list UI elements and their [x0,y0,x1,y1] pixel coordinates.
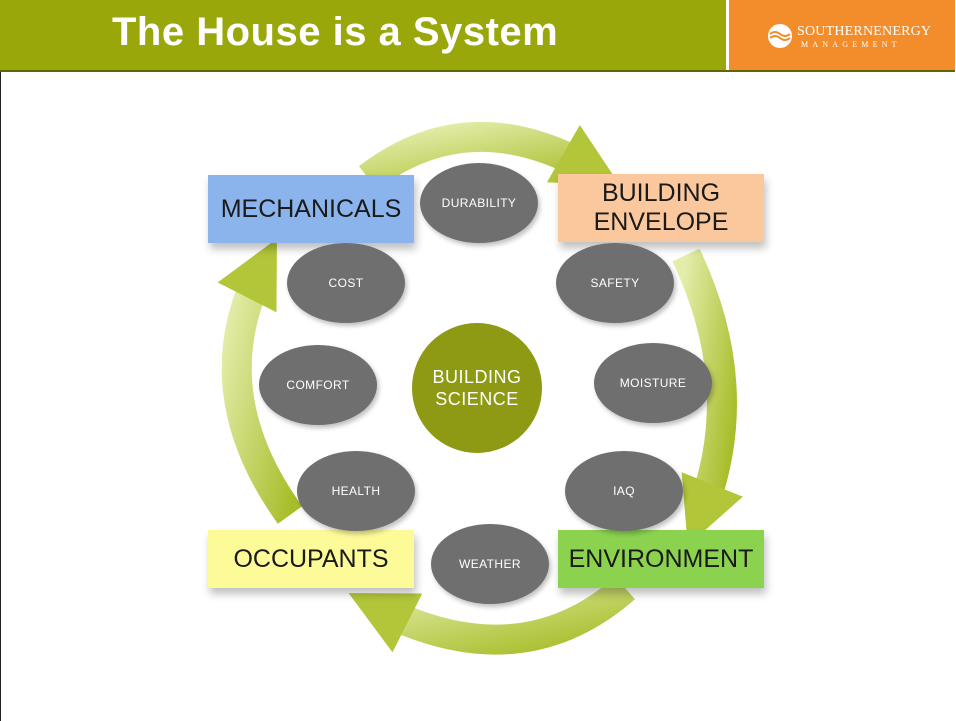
occupants-box: OCCUPANTS [208,530,414,588]
factor-comfort: COMFORT [259,345,377,425]
arrow-bottom [348,576,635,655]
logo-subtitle: MANAGEMENT [801,40,901,49]
building-envelope-line2: ENVELOPE [593,208,729,236]
header-divider [0,70,955,72]
logo-name: SOUTHERNENERGY [797,24,932,39]
factor-iaq: IAQ [565,451,683,531]
title-bar: The House is a System [0,0,726,70]
environment-box: ENVIRONMENT [558,530,764,588]
arrow-right [672,248,743,546]
center-line1: BUILDING [432,366,522,387]
factor-health: HEALTH [297,451,415,531]
slide-title: The House is a System [112,10,559,54]
arrow-top [358,122,621,191]
factor-safety: SAFETY [556,243,674,323]
factor-weather: WEATHER [431,524,549,604]
factor-moisture: MOISTURE [594,343,712,423]
arrow-left [217,238,303,524]
mechanicals-box: MECHANICALS [208,175,414,243]
building-science-center: BUILDING SCIENCE [412,323,542,453]
building-envelope-box: BUILDING ENVELOPE [558,174,764,242]
factor-cost: COST [287,243,405,323]
center-line2: SCIENCE [435,389,519,409]
wave-logo-icon [768,24,792,48]
company-logo: SOUTHERNENERGY MANAGEMENT [729,0,955,70]
factor-durability: DURABILITY [420,163,538,243]
building-envelope-line1: BUILDING [601,179,721,208]
